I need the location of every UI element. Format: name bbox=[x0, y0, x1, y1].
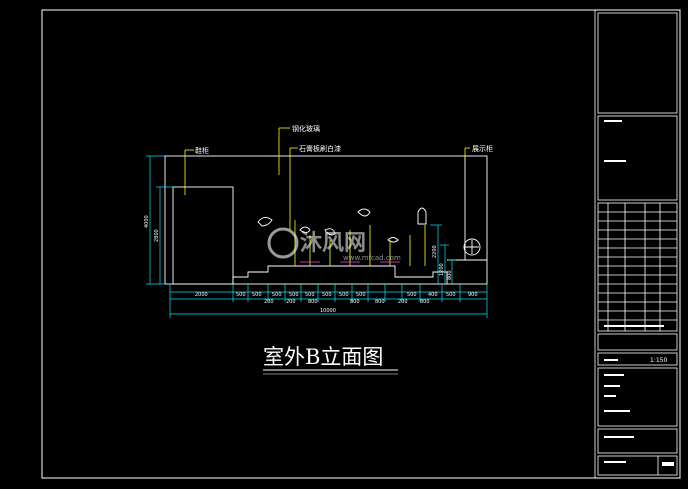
dimension-lines bbox=[146, 155, 488, 318]
scale-label: 1:150 bbox=[650, 357, 667, 364]
dim-row1-value: 500 bbox=[289, 292, 299, 298]
dim-row2-value: 200 bbox=[264, 299, 274, 305]
dim-height-right-2: 1200 bbox=[439, 263, 445, 276]
title-block bbox=[594, 9, 681, 479]
dim-row1-value: 500 bbox=[236, 292, 246, 298]
dim-row1-value: 500 bbox=[272, 292, 282, 298]
dim-row2-value: 200 bbox=[286, 299, 296, 305]
dim-row2-value: 800 bbox=[308, 299, 318, 305]
dim-row1-value: 400 bbox=[428, 292, 438, 298]
dim-row1-value: 500 bbox=[305, 292, 315, 298]
globe-sculpture bbox=[463, 238, 481, 256]
display-sculptures bbox=[257, 207, 481, 256]
leader-lines bbox=[184, 127, 470, 266]
dim-row1-value: 500 bbox=[446, 292, 456, 298]
dim-row1-value: 500 bbox=[356, 292, 366, 298]
dim-height-right-3: 800 bbox=[447, 270, 453, 280]
dim-row1-value: 500 bbox=[339, 292, 349, 298]
label-display-cabinet: 展示柜 bbox=[472, 144, 493, 153]
label-gypsum-board: 石膏板刷白漆 bbox=[299, 144, 341, 153]
elevation-outline bbox=[164, 155, 488, 285]
dim-row1-value: 500 bbox=[407, 292, 417, 298]
dim-height-cabinet: 2800 bbox=[154, 229, 160, 242]
watermark-text: 沐风网 bbox=[300, 231, 366, 256]
dim-row1-value: 900 bbox=[468, 292, 478, 298]
dim-height-right-1: 2200 bbox=[432, 245, 438, 258]
title-block-text-marks bbox=[604, 120, 674, 466]
dimension-row-2: 200 200 800 800 800 200 800 bbox=[264, 299, 430, 305]
drawing-title: 室外B立面图 bbox=[263, 345, 383, 369]
dim-row1-value: 2000 bbox=[195, 292, 208, 298]
dim-row2-value: 800 bbox=[350, 299, 360, 305]
dim-row2-value: 200 bbox=[398, 299, 408, 305]
watermark-url: www.mfcad.com bbox=[343, 254, 401, 262]
dimension-row-1: 2000 500 500 500 500 500 500 500 500 500… bbox=[195, 292, 478, 298]
dim-height-total: 4000 bbox=[144, 215, 150, 228]
label-tempered-glass: 钢化玻璃 bbox=[292, 124, 320, 133]
dim-row2-value: 800 bbox=[375, 299, 385, 305]
watermark: 沐风网 www.mfcad.com bbox=[267, 227, 401, 262]
label-shoe-cabinet: 鞋柜 bbox=[195, 146, 209, 155]
dim-row1-value: 500 bbox=[322, 292, 332, 298]
dim-total-width: 10000 bbox=[320, 308, 336, 314]
dim-row1-value: 500 bbox=[252, 292, 262, 298]
dim-row2-value: 800 bbox=[420, 299, 430, 305]
